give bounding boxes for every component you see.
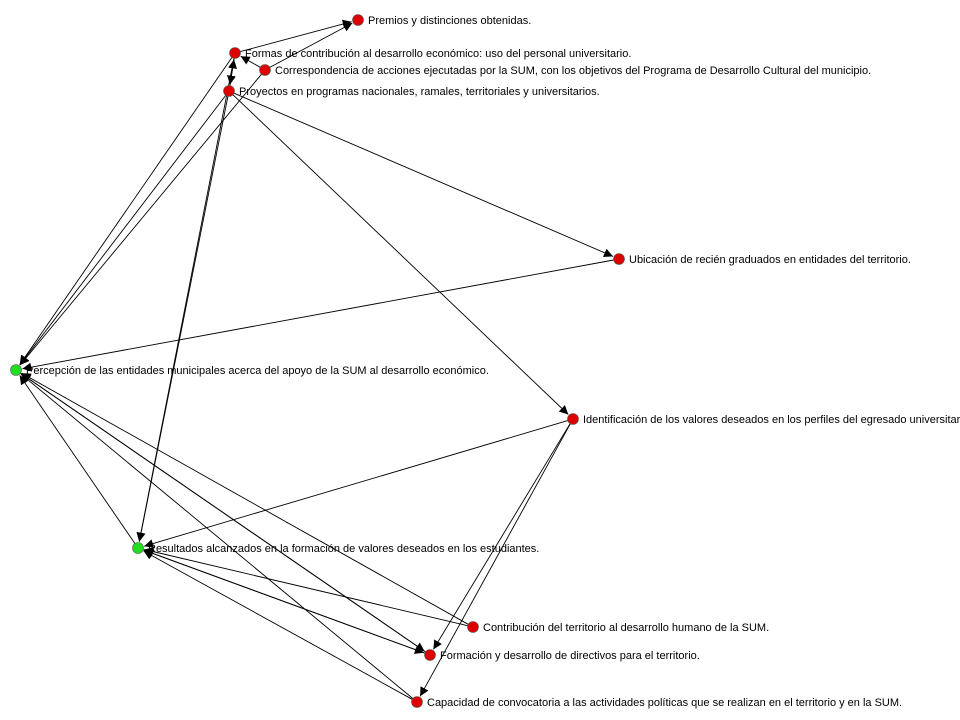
edge-correspondencia-to-formas xyxy=(240,55,261,68)
edge-capacidad-to-percepcion xyxy=(20,373,414,699)
edge-proyectos-to-identificacion xyxy=(232,94,569,415)
node-capacidad[interactable]: Capacidad de convocatoria a las activida… xyxy=(411,696,903,710)
edge-resultados-to-percepcion xyxy=(19,375,136,544)
node-marker-proyectos[interactable] xyxy=(223,85,235,97)
node-label-formacion: Formación y desarrollo de directivos par… xyxy=(440,650,700,662)
edge-correspondencia-to-premios xyxy=(269,22,353,68)
node-marker-premios[interactable] xyxy=(352,14,364,26)
edges-layer xyxy=(19,19,614,700)
node-marker-percepcion[interactable] xyxy=(10,364,22,376)
edge-identificacion-to-resultados xyxy=(144,420,568,548)
edge-percepcion-to-formacion xyxy=(20,372,425,652)
edge-formas-to-resultados xyxy=(136,58,235,542)
edge-contribucion-to-percepcion xyxy=(21,372,469,625)
node-label-proyectos: Proyectos en programas nacionales, ramal… xyxy=(239,86,600,98)
edge-formas-to-premios xyxy=(240,19,352,53)
nodes-layer: Premios y distinciones obtenidas. Formas … xyxy=(10,14,960,710)
node-marker-formacion[interactable] xyxy=(424,649,436,661)
node-label-formas: Formas de contribución al desarrollo eco… xyxy=(245,48,631,60)
node-correspondencia[interactable]: Correspondencia de acciones ejecutadas p… xyxy=(259,64,872,78)
node-proyectos[interactable]: Proyectos en programas nacionales, ramal… xyxy=(223,85,600,99)
edge-contribucion-to-resultados xyxy=(144,547,468,627)
node-resultados[interactable]: Resultados alcanzados en la formación de… xyxy=(132,542,540,556)
edge-correspondencia-to-percepcion xyxy=(19,73,262,366)
node-premios[interactable]: Premios y distinciones obtenidas. xyxy=(352,14,532,28)
node-marker-ubicacion[interactable] xyxy=(613,253,625,265)
edge-ubicacion-to-percepcion xyxy=(22,259,614,372)
edge-resultados-to-formacion xyxy=(143,549,425,654)
node-marker-capacidad[interactable] xyxy=(411,696,423,708)
node-contribucion[interactable]: Contribución del territorio al desarroll… xyxy=(467,621,770,635)
node-label-percepcion: Percepción de las entidades municipales … xyxy=(26,365,489,377)
node-formacion[interactable]: Formación y desarrollo de directivos par… xyxy=(424,649,700,663)
node-marker-formas[interactable] xyxy=(229,47,241,59)
node-label-correspondencia: Correspondencia de acciones ejecutadas p… xyxy=(275,65,871,77)
node-ubicacion[interactable]: Ubicación de recién graduados en entidad… xyxy=(613,253,911,267)
node-formas[interactable]: Formas de contribución al desarrollo eco… xyxy=(229,47,632,61)
edge-proyectos-to-formas xyxy=(228,59,238,86)
edge-proyectos-to-ubicacion xyxy=(233,92,614,257)
node-percepcion[interactable]: Percepción de las entidades municipales … xyxy=(10,364,489,378)
node-label-capacidad: Capacidad de convocatoria a las activida… xyxy=(427,697,902,709)
edge-proyectos-to-percepcion xyxy=(19,95,227,366)
node-marker-identificacion[interactable] xyxy=(567,413,579,425)
node-label-resultados: Resultados alcanzados en la formación de… xyxy=(148,543,539,555)
edge-capacidad-to-resultados xyxy=(143,550,413,700)
node-identificacion[interactable]: Identificación de los valores deseados e… xyxy=(567,413,960,427)
edge-formas-to-percepcion xyxy=(19,57,233,365)
node-marker-contribucion[interactable] xyxy=(467,621,479,633)
node-marker-resultados[interactable] xyxy=(132,542,144,554)
edge-identificacion-to-formacion xyxy=(433,423,571,650)
node-label-premios: Premios y distinciones obtenidas. xyxy=(368,15,531,27)
node-label-identificacion: Identificación de los valores deseados e… xyxy=(583,414,960,426)
node-label-contribucion: Contribución del territorio al desarroll… xyxy=(483,622,769,634)
node-label-ubicacion: Ubicación de recién graduados en entidad… xyxy=(629,254,911,266)
edge-identificacion-to-capacidad xyxy=(419,423,571,697)
node-marker-correspondencia[interactable] xyxy=(259,64,271,76)
